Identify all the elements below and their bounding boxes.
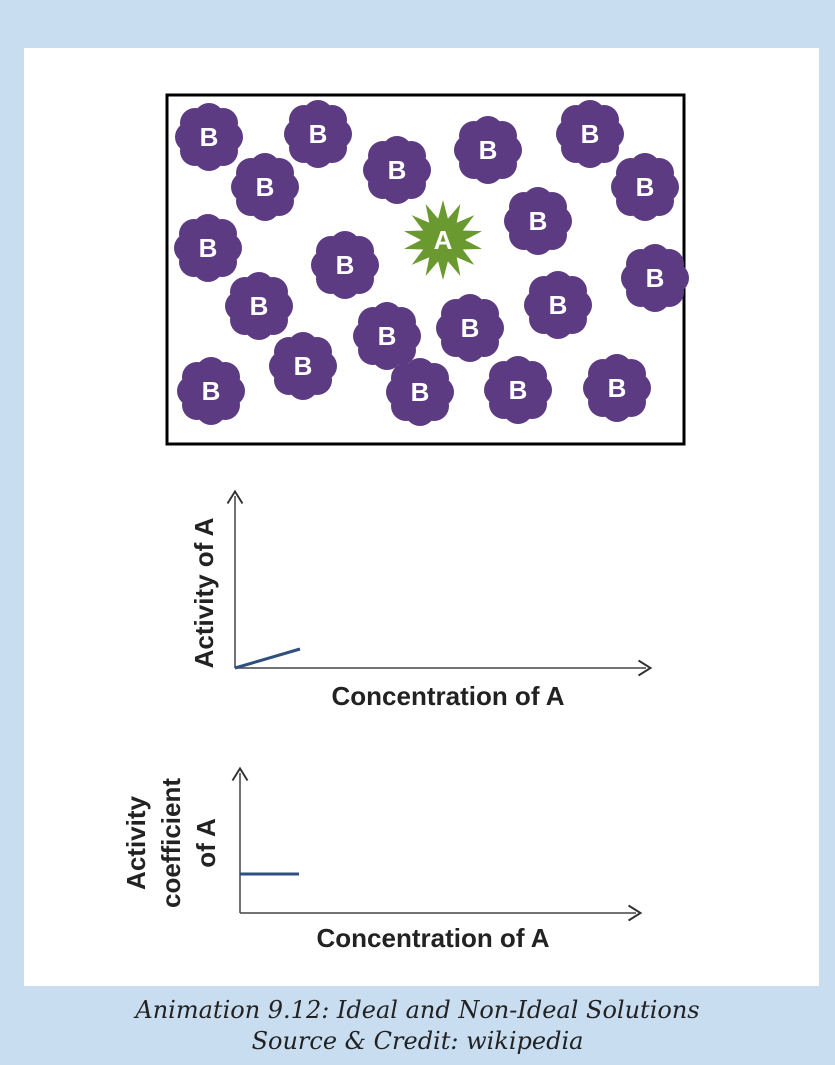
solvent-particle-label: B xyxy=(509,375,528,405)
solute-particle-a: A xyxy=(404,200,482,280)
solvent-particle-b: B xyxy=(174,214,242,282)
solvent-particle-b: B xyxy=(269,332,337,400)
solvent-particle-label: B xyxy=(581,119,600,149)
solvent-particle-label: B xyxy=(461,313,480,343)
solvent-particle-b: B xyxy=(363,136,431,204)
solute-particle-label: A xyxy=(434,225,453,255)
solvent-particle-label: B xyxy=(200,122,219,152)
solvent-particle-label: B xyxy=(378,321,397,351)
coefficient-ylabel-line3: of A xyxy=(191,818,221,868)
solvent-particle-label: B xyxy=(256,172,275,202)
solvent-particle-b: B xyxy=(177,357,245,425)
solvent-particle-label: B xyxy=(388,155,407,185)
coefficient-graph-xlabel: Concentration of A xyxy=(316,923,549,953)
solvent-particle-label: B xyxy=(199,233,218,263)
solvent-particle-b: B xyxy=(231,153,299,221)
solvent-particle-b: B xyxy=(284,100,352,168)
solvent-particle-b: B xyxy=(484,356,552,424)
solvent-particle-label: B xyxy=(202,376,221,406)
solvent-particle-label: B xyxy=(309,119,328,149)
solvent-particle-b: B xyxy=(311,231,379,299)
solvent-particle-b: B xyxy=(583,354,651,422)
solvent-particle-label: B xyxy=(479,135,498,165)
solvent-particle-label: B xyxy=(411,377,430,407)
solvent-particle-label: B xyxy=(636,172,655,202)
coefficient-ylabel-line1: Activity xyxy=(121,796,151,890)
caption-title: Animation 9.12: Ideal and Non-Ideal Solu… xyxy=(135,996,700,1024)
solvent-particle-label: B xyxy=(294,351,313,381)
solvent-particle-b: B xyxy=(454,116,522,184)
solvent-particle-label: B xyxy=(646,263,665,293)
activity-line xyxy=(234,647,301,670)
activity-graph-xlabel: Concentration of A xyxy=(331,681,564,711)
solvent-particle-b: B xyxy=(175,103,243,171)
solvent-particle-label: B xyxy=(549,290,568,320)
activity-graph: Activity of A Concentration of A xyxy=(189,489,653,711)
activity-graph-ylabel: Activity of A xyxy=(189,517,219,668)
solvent-particle-b: B xyxy=(524,271,592,339)
solvent-particle-b: B xyxy=(386,358,454,426)
solvent-particle-label: B xyxy=(250,291,269,321)
solvent-particle-b: B xyxy=(504,187,572,255)
caption-credit: Source & Credit: wikipedia xyxy=(251,1027,584,1055)
activity-coefficient-graph: Activity coefficient of A Concentration … xyxy=(121,766,643,953)
solvent-particle-b: B xyxy=(611,153,679,221)
coefficient-ylabel-line2: coefficient xyxy=(156,778,186,908)
solvent-particle-b: B xyxy=(436,294,504,362)
solvent-particle-b: B xyxy=(353,302,421,370)
solvent-particle-b: B xyxy=(225,272,293,340)
solvent-particle-label: B xyxy=(336,250,355,280)
solvent-particle-b: B xyxy=(621,244,689,312)
solvent-particle-label: B xyxy=(529,206,548,236)
solvent-particle-label: B xyxy=(608,373,627,403)
solvent-particle-b: B xyxy=(556,100,624,168)
